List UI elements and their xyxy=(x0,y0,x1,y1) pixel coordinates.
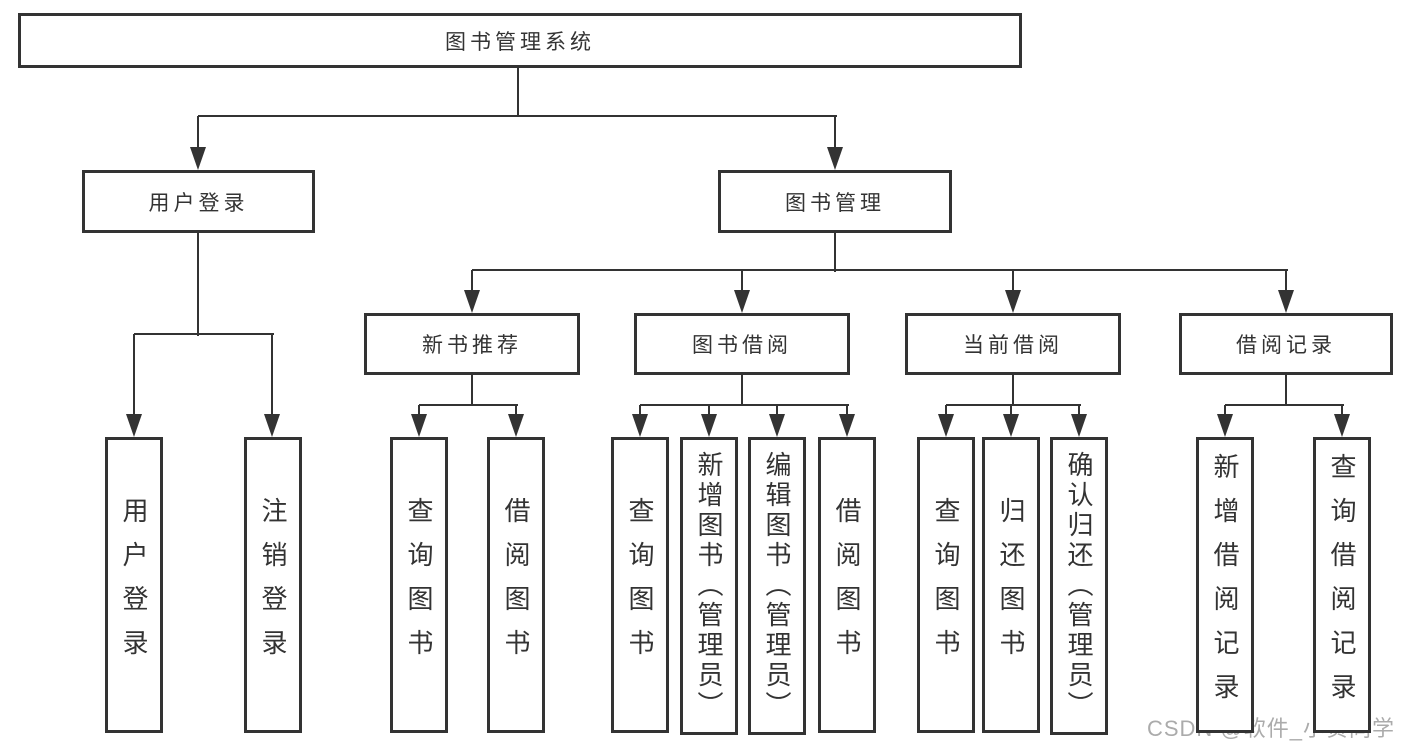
arrow-down-icon xyxy=(1071,414,1087,437)
arrow-down-icon xyxy=(769,414,785,437)
node-leaf-cb-confirm: 确认归还（管理员） xyxy=(1050,437,1108,735)
arrow-down-icon xyxy=(827,147,843,170)
connector-line xyxy=(834,116,836,150)
connector-line xyxy=(846,405,848,416)
arrow-down-icon xyxy=(264,414,280,437)
connector-line xyxy=(133,334,135,416)
connector-line xyxy=(741,270,743,292)
connector-line xyxy=(1078,405,1080,416)
node-leaf-logout: 注销登录 xyxy=(244,437,302,733)
connector-line xyxy=(1224,405,1226,416)
arrow-down-icon xyxy=(411,414,427,437)
connector-line xyxy=(271,334,273,416)
connector-line xyxy=(1341,405,1343,416)
connector-line xyxy=(945,405,947,416)
connector-line xyxy=(471,375,473,406)
connector-line xyxy=(708,405,710,416)
arrow-down-icon xyxy=(734,290,750,313)
node-leaf-bb-edit: 编辑图书（管理员） xyxy=(748,437,806,735)
node-leaf-cb-return: 归还图书 xyxy=(982,437,1040,733)
node-leaf-bb-query: 查询图书 xyxy=(611,437,669,733)
node-leaf-br-query: 查询借阅记录 xyxy=(1313,437,1371,733)
node-leaf-nb-query: 查询图书 xyxy=(390,437,448,733)
connector-line xyxy=(197,116,199,150)
connector-line xyxy=(134,333,274,335)
connector-line xyxy=(471,270,473,292)
connector-line xyxy=(419,404,518,406)
node-leaf-user-login: 用户登录 xyxy=(105,437,163,733)
arrow-down-icon xyxy=(839,414,855,437)
connector-line xyxy=(640,404,849,406)
node-book-management: 图书管理 xyxy=(718,170,952,233)
connector-line xyxy=(639,405,641,416)
arrow-down-icon xyxy=(632,414,648,437)
connector-line xyxy=(1225,404,1344,406)
node-current-borrow: 当前借阅 xyxy=(905,313,1121,375)
arrow-down-icon xyxy=(1003,414,1019,437)
connector-line xyxy=(1285,375,1287,406)
node-new-book-recommend: 新书推荐 xyxy=(364,313,580,375)
connector-line xyxy=(1012,375,1014,406)
connector-line xyxy=(834,233,836,272)
node-leaf-nb-borrow: 借阅图书 xyxy=(487,437,545,733)
arrow-down-icon xyxy=(1278,290,1294,313)
connector-line xyxy=(515,405,517,416)
node-book-borrow: 图书借阅 xyxy=(634,313,850,375)
node-leaf-bb-borrow: 借阅图书 xyxy=(818,437,876,733)
arrow-down-icon xyxy=(1005,290,1021,313)
arrow-down-icon xyxy=(701,414,717,437)
node-leaf-br-add: 新增借阅记录 xyxy=(1196,437,1254,733)
connector-line xyxy=(1012,270,1014,292)
node-root: 图书管理系统 xyxy=(18,13,1022,68)
node-leaf-cb-query: 查询图书 xyxy=(917,437,975,733)
connector-line xyxy=(1010,405,1012,416)
node-leaf-bb-add: 新增图书（管理员） xyxy=(680,437,738,735)
arrow-down-icon xyxy=(464,290,480,313)
connector-line xyxy=(418,405,420,416)
arrow-down-icon xyxy=(1334,414,1350,437)
arrow-down-icon xyxy=(126,414,142,437)
arrow-down-icon xyxy=(190,147,206,170)
connector-line xyxy=(517,67,519,117)
arrow-down-icon xyxy=(938,414,954,437)
arrow-down-icon xyxy=(508,414,524,437)
connector-line xyxy=(197,233,199,336)
connector-line xyxy=(472,269,1288,271)
node-borrow-records: 借阅记录 xyxy=(1179,313,1393,375)
arrow-down-icon xyxy=(1217,414,1233,437)
node-user-login: 用户登录 xyxy=(82,170,315,233)
connector-line xyxy=(741,375,743,406)
connector-line xyxy=(1285,270,1287,292)
connector-line xyxy=(776,405,778,416)
